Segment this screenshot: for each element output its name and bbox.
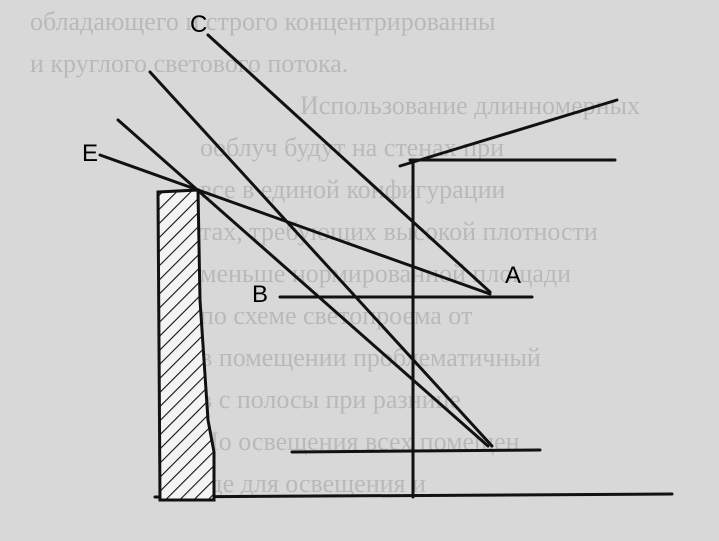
background-text-line: в помещении проблематичный <box>200 343 541 372</box>
background-text-line: все в единой конфигурации <box>200 175 505 204</box>
line-inner <box>116 118 490 448</box>
background-text-line: тах, требующих высокой плотности <box>200 217 598 246</box>
line-C2 <box>148 70 494 448</box>
line-E-to-A <box>196 188 492 296</box>
background-text-line: ооблуч будут на стенах при <box>200 133 504 162</box>
background-text-line: в с полосы при разнице <box>200 385 461 414</box>
background-text-line: Использование длинномерных <box>300 91 640 120</box>
background-text-line: обладающего и строго концентрированны <box>30 7 495 36</box>
label-B: B <box>252 281 268 308</box>
label-A: A <box>505 262 521 289</box>
hatched-wall <box>156 188 216 502</box>
floor-slab-lower <box>290 448 542 454</box>
background-text-line: где для освещения и <box>200 469 426 498</box>
background-text-line: меньше нормированной площади <box>200 259 571 288</box>
line-E <box>98 153 200 192</box>
roof-slope <box>398 98 619 168</box>
line-C <box>206 33 492 294</box>
background-text: обладающего и строго концентрированны и к… <box>30 7 640 498</box>
background-text-line: и круглого светового потока. <box>30 49 348 78</box>
background-text-line: по схеме светопроема от <box>200 301 472 330</box>
label-E: E <box>82 140 98 167</box>
label-C: C <box>190 11 207 38</box>
